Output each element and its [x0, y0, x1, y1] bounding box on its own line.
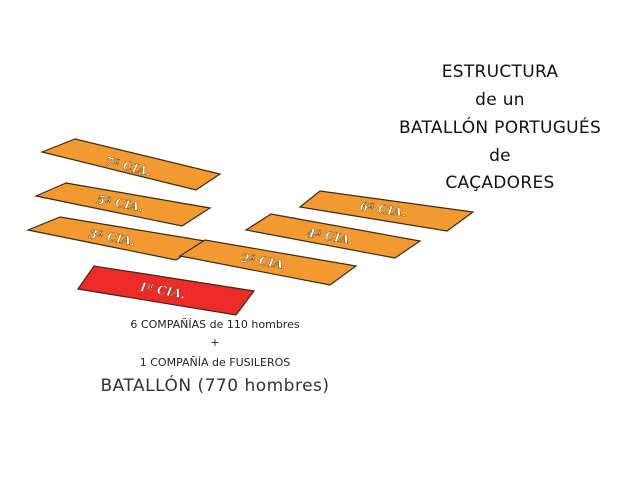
title-line-4: de: [489, 146, 511, 166]
title-line-1: ESTRUCTURA: [441, 62, 559, 82]
title-line-2: de un: [475, 90, 525, 110]
company-block-1: [40, 138, 222, 191]
title-line-5: CAÇADORES: [445, 173, 555, 193]
caption-companies: 6 COMPAÑÍAS de 110 hombres: [130, 318, 300, 331]
company-block-5: [298, 190, 475, 232]
caption-total: BATALLÓN (770 hombres): [100, 376, 330, 396]
caption-fusileros: 1 COMPAÑÍA de FUSILEROS: [139, 356, 291, 369]
company-block-2: [34, 182, 212, 227]
company-block-7: [178, 239, 358, 286]
title-line-3: BATALLÓN PORTUGUÉS: [398, 118, 602, 138]
company-block-6: [244, 213, 422, 259]
company-block-4: [76, 265, 256, 316]
caption-plus: +: [210, 336, 220, 349]
company-label-5: 6ª CIA.: [359, 199, 408, 219]
